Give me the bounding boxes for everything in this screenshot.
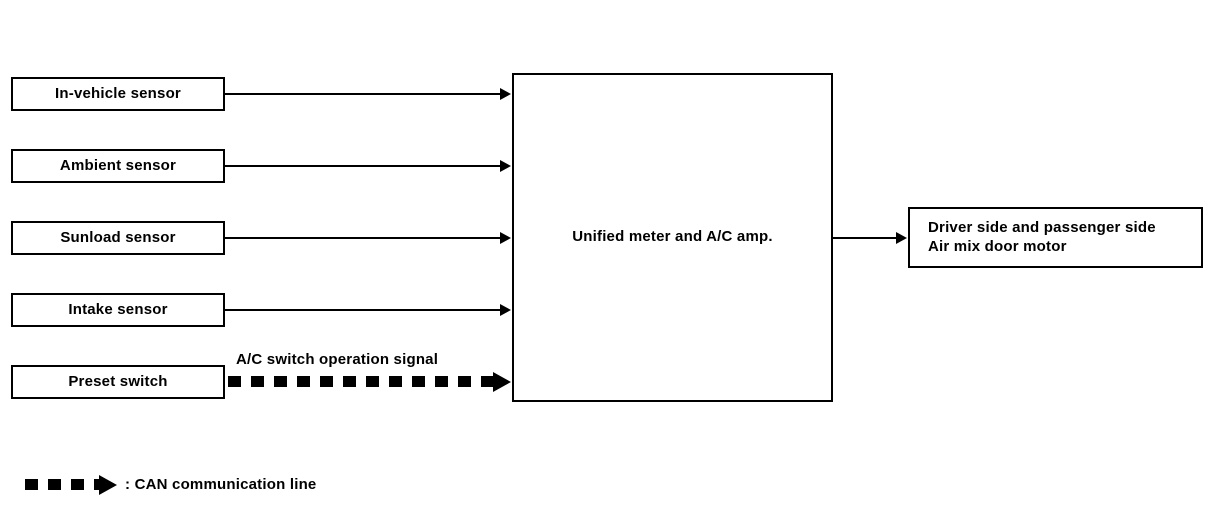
node-label: In-vehicle sensor (55, 84, 181, 102)
connector-intake-sensor-to-amp (225, 309, 501, 311)
connector-ambient-sensor-to-amp (225, 165, 501, 167)
arrowhead-icon (500, 88, 511, 100)
node-in-vehicle-sensor[interactable]: In-vehicle sensor (11, 77, 225, 111)
node-preset-switch[interactable]: Preset switch (11, 365, 225, 399)
node-label: Preset switch (68, 372, 168, 390)
arrowhead-icon (500, 160, 511, 172)
legend-can-bus-symbol (25, 479, 100, 490)
connector-can-preset-switch-to-amp (228, 376, 494, 387)
arrowhead-icon (896, 232, 907, 244)
signal-caption-ac-switch-operation: A/C switch operation signal (236, 351, 439, 368)
legend-label: : CAN communication line (125, 476, 317, 493)
arrowhead-icon (500, 232, 511, 244)
can-arrowhead-icon (493, 372, 511, 392)
connector-amp-to-air-mix-door-motor (833, 237, 897, 239)
node-sunload-sensor[interactable]: Sunload sensor (11, 221, 225, 255)
node-intake-sensor[interactable]: Intake sensor (11, 293, 225, 327)
connector-sunload-sensor-to-amp (225, 237, 501, 239)
node-unified-meter-and-ac-amp[interactable]: Unified meter and A/C amp. (512, 73, 833, 402)
node-label-line1: Driver side and passenger side (928, 218, 1156, 236)
node-label: Unified meter and A/C amp. (572, 228, 773, 246)
node-label: Sunload sensor (60, 228, 176, 246)
connector-in-vehicle-sensor-to-amp (225, 93, 501, 95)
node-label: Ambient sensor (59, 156, 177, 174)
node-label-line2: Air mix door motor (928, 237, 1067, 255)
node-ambient-sensor[interactable]: Ambient sensor (11, 149, 225, 183)
legend-can-arrowhead-icon (99, 475, 117, 495)
node-label: Intake sensor (68, 300, 168, 318)
arrowhead-icon (500, 304, 511, 316)
